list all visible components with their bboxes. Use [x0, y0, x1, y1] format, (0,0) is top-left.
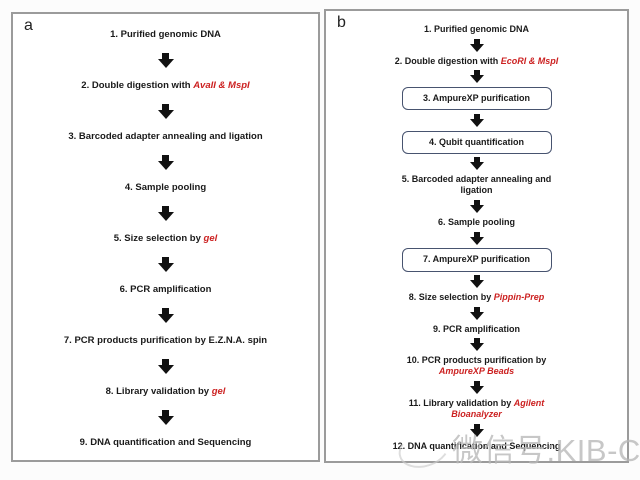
down-arrow-icon [157, 205, 174, 221]
step-text-line: 8. Library validation by gel [105, 386, 226, 397]
down-arrow-icon [157, 358, 174, 374]
down-arrow-icon [469, 38, 484, 52]
step-text-line: 3. AmpureXP purification [422, 93, 531, 104]
down-arrow-icon [469, 200, 484, 214]
down-arrow-icon [157, 154, 174, 170]
panel-a-step-1: 1. Purified genomic DNA [110, 29, 221, 41]
step-text-line: ligation [460, 185, 493, 196]
down-arrow-icon [157, 409, 174, 425]
down-arrow-icon [469, 423, 484, 437]
step-text-line: 4. Qubit quantification [429, 136, 524, 147]
step-text-line: 1. Purified genomic DNA [110, 29, 221, 40]
step-text-line: 3. Barcoded adapter annealing and ligati… [68, 131, 263, 142]
step-text-line: 6. Sample pooling [437, 216, 515, 227]
panel-b-step-9: 9. PCR amplification [433, 324, 520, 335]
panel-a-step-5: 5. Size selection by gel [114, 233, 218, 245]
panel-a-step-9: 9. DNA quantification and Sequencing [80, 437, 252, 449]
panel-b-step-2: 2. Double digestion with EcoRI & MspI [395, 56, 559, 67]
step-text-line: 7. AmpureXP purification [422, 254, 531, 265]
step-text-line: 12. DNA quantification and Sequencing [392, 440, 561, 451]
panel-a-step-8: 8. Library validation by gel [106, 386, 226, 398]
step-text-line: 2. Double digestion with AvaII & MspI [81, 80, 250, 91]
down-arrow-icon [469, 275, 484, 289]
down-arrow-icon [157, 307, 174, 323]
down-arrow-icon [157, 103, 174, 119]
step-text-line: 5. Barcoded adapter annealing and [401, 174, 552, 185]
panel-b-step-8: 8. Size selection by Pippin-Prep [409, 292, 545, 303]
step-text-line: 1. Purified genomic DNA [423, 24, 530, 34]
step-text-line: 7. PCR products purification by E.Z.N.A.… [63, 335, 268, 346]
panel-a-label: a [24, 17, 33, 34]
down-arrow-icon [157, 256, 174, 272]
panel-b-flowchart: 1. Purified genomic DNA 2. Double digesti… [326, 11, 627, 461]
down-arrow-icon [469, 157, 484, 171]
step-text-line: 11. Library validation by Agilent [408, 397, 545, 408]
panel-b-step-7: 7. AmpureXP purification [401, 248, 552, 272]
down-arrow-icon [469, 381, 484, 395]
down-arrow-icon [469, 231, 484, 245]
step-text-line: 9. PCR amplification [432, 323, 521, 334]
panel-b-step-6: 6. Sample pooling [438, 217, 515, 228]
step-text-line: 8. Size selection by Pippin-Prep [408, 291, 545, 302]
down-arrow-icon [469, 113, 484, 127]
panel-a-step-6: 6. PCR amplification [120, 284, 212, 296]
panel-b-step-1: 1. Purified genomic DNA [424, 24, 529, 35]
panel-b: b 1. Purified genomic DNA 2. Double diges… [324, 9, 629, 463]
panel-b-label: b [337, 14, 346, 31]
step-text-line: 10. PCR products purification by [406, 355, 547, 366]
step-text-line: 9. DNA quantification and Sequencing [79, 437, 252, 448]
panel-a-step-3: 3. Barcoded adapter annealing and ligati… [68, 131, 262, 143]
down-arrow-icon [157, 52, 174, 68]
panel-a-flowchart: 1. Purified genomic DNA 2. Double digesti… [13, 14, 318, 460]
step-text-line: AmpureXP Beads [438, 366, 515, 377]
down-arrow-icon [469, 338, 484, 352]
down-arrow-icon [469, 306, 484, 320]
step-text-line: 4. Sample pooling [124, 182, 207, 193]
panel-b-step-12: 12. DNA quantification and Sequencing [393, 441, 561, 452]
panel-a-step-7: 7. PCR products purification by E.Z.N.A.… [64, 335, 267, 347]
step-text-line: 6. PCR amplification [119, 284, 212, 295]
panel-a: a 1. Purified genomic DNA 2. Double diges… [11, 12, 320, 462]
panel-b-step-4: 4. Qubit quantification [401, 130, 552, 154]
panel-a-step-4: 4. Sample pooling [125, 182, 206, 194]
down-arrow-icon [469, 70, 484, 84]
step-text-line: Bioanalyzer [451, 409, 502, 420]
panel-b-step-3: 3. AmpureXP purification [401, 87, 552, 111]
panel-a-step-2: 2. Double digestion with AvaII & MspI [81, 80, 249, 92]
step-text-line: 5. Size selection by gel [113, 233, 218, 244]
step-text-line: 2. Double digestion with EcoRI & MspI [394, 55, 559, 66]
